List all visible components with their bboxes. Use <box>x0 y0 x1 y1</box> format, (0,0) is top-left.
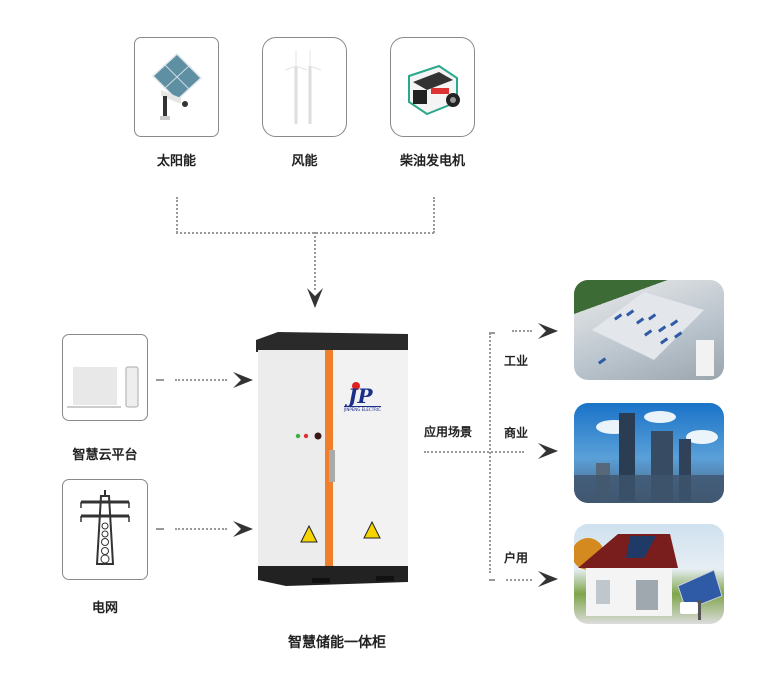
connector-generator <box>433 197 435 233</box>
applications-label: 应用场景 <box>423 425 472 439</box>
source-wind-box <box>262 37 347 137</box>
connector-down <box>314 232 316 290</box>
connector-app-bottom <box>506 579 532 581</box>
arrow-down-icon <box>307 288 323 308</box>
power-tower-icon <box>80 490 130 565</box>
brand-logo: JP JINPENG ELECTRIC <box>344 382 404 412</box>
source-solar-box <box>134 37 219 137</box>
arrow-right-icon <box>538 323 558 339</box>
brand-logo-dot <box>352 382 360 390</box>
connector-app-bottom-bracket <box>489 579 495 581</box>
brand-logo-subtext: JINPENG ELECTRIC <box>344 406 381 412</box>
cabinet-label: 智慧储能一体柜 <box>288 635 386 651</box>
app-commercial-image <box>574 403 724 503</box>
brand-logo-text: JP <box>348 384 373 408</box>
arrow-right-icon <box>538 443 558 459</box>
connector-solar <box>176 197 178 233</box>
input-cloud-box <box>62 334 148 421</box>
source-generator-label: 柴油发电机 <box>399 154 465 169</box>
wind-turbine-icon <box>284 50 322 124</box>
connector-cloud <box>175 379 227 381</box>
connector-app-vertical <box>489 333 491 573</box>
connector-app-top <box>512 330 532 332</box>
source-solar-label: 太阳能 <box>156 154 196 169</box>
connector-grid <box>175 528 227 530</box>
connector-app-main <box>424 451 524 453</box>
app-industrial-label: 工业 <box>503 354 528 368</box>
diesel-generator-icon <box>408 64 460 116</box>
source-generator-box <box>390 37 475 137</box>
app-residential-label: 户用 <box>503 551 528 565</box>
input-grid-label: 电网 <box>91 601 118 616</box>
connector-grid-short <box>156 528 164 530</box>
input-cloud-label: 智慧云平台 <box>72 448 138 463</box>
source-wind-label: 风能 <box>291 154 318 169</box>
connector-app-top-bracket <box>489 332 495 334</box>
arrow-right-icon <box>538 571 558 587</box>
app-industrial-image <box>574 280 724 380</box>
connector-cloud-short <box>156 379 164 381</box>
input-grid-box <box>62 479 148 580</box>
arrow-right-icon <box>233 372 253 388</box>
connector-top-bus <box>176 232 434 234</box>
solar-panel-icon <box>151 52 203 120</box>
app-commercial-label: 商业 <box>503 426 528 440</box>
arrow-right-icon <box>233 521 253 537</box>
laptop-phone-icon <box>67 366 139 408</box>
storage-cabinet: JP JINPENG ELECTRIC <box>256 330 411 590</box>
app-residential-image <box>574 524 724 624</box>
